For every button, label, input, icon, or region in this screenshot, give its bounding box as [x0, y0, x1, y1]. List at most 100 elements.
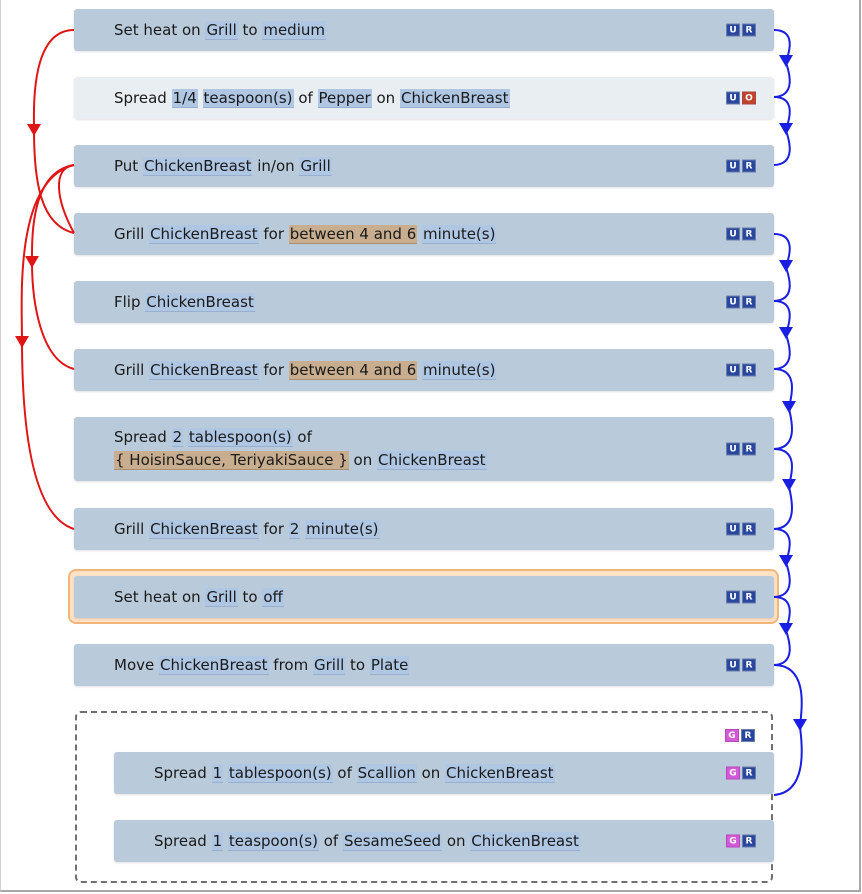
token-quantity[interactable]: 1 — [211, 763, 224, 783]
token-quantity[interactable]: 1/4 — [171, 88, 198, 108]
token-quantity[interactable]: 1 — [211, 831, 224, 851]
step-text: Spread 1/4 teaspoon(s) of Pepper on Chic… — [114, 77, 694, 119]
token-unit[interactable]: minute(s) — [305, 519, 380, 539]
step-text: Grill ChickenBreast for between 4 and 6 … — [114, 349, 694, 391]
step-grill-1[interactable]: Grill ChickenBreast for between 4 and 6 … — [74, 213, 774, 255]
text: Grill — [114, 519, 150, 538]
u-badge-icon[interactable]: U — [726, 23, 740, 37]
r-badge-icon[interactable]: R — [742, 658, 756, 672]
u-badge-icon[interactable]: U — [726, 522, 740, 536]
text: on — [416, 763, 446, 782]
token-ingredient[interactable]: ChickenBreast — [149, 224, 259, 244]
u-badge-icon[interactable]: U — [726, 442, 740, 456]
token-equipment[interactable]: Grill — [312, 655, 346, 675]
r-badge-icon[interactable]: R — [742, 227, 756, 241]
token-ingredient[interactable]: ChickenBreast — [377, 451, 487, 470]
arrowhead — [779, 260, 793, 272]
u-badge-icon[interactable]: U — [726, 91, 740, 105]
r-badge-icon[interactable]: R — [742, 159, 756, 173]
step-spread-sesame[interactable]: Spread 1 teaspoon(s) of SesameSeed on Ch… — [114, 820, 774, 862]
token-quantity[interactable]: 2 — [171, 428, 184, 447]
step-put-on-grill[interactable]: Put ChickenBreast in/on Grill U R — [74, 145, 774, 187]
o-badge-icon[interactable]: O — [742, 91, 756, 105]
token-equipment[interactable]: Grill — [205, 20, 238, 40]
u-badge-icon[interactable]: U — [726, 590, 740, 604]
token-equipment[interactable]: Plate — [369, 655, 410, 675]
token-equipment[interactable]: Grill — [205, 587, 238, 607]
arrowhead — [779, 623, 793, 635]
step-set-heat-off[interactable]: Set heat on Grill to off U R — [74, 576, 774, 618]
text: on — [371, 88, 400, 107]
parallel-step-group[interactable]: G R — [75, 711, 773, 883]
token-ingredient[interactable]: ChickenBreast — [149, 519, 259, 539]
token-ingredient[interactable]: Scallion — [356, 763, 417, 783]
r-badge-icon[interactable]: R — [742, 834, 756, 848]
token-unit[interactable]: teaspoon(s) — [202, 88, 294, 108]
r-badge-icon[interactable]: R — [742, 522, 756, 536]
step-move-to-plate[interactable]: Move ChickenBreast from Grill to Plate U… — [74, 644, 774, 686]
r-badge-icon[interactable]: R — [742, 442, 756, 456]
token-duration[interactable]: between 4 and 6 — [288, 360, 418, 380]
text: of — [332, 763, 357, 782]
token-unit[interactable]: teaspoon(s) — [227, 831, 319, 851]
dependency-arrow — [32, 29, 75, 234]
token-unit[interactable]: minute(s) — [422, 360, 497, 380]
u-badge-icon[interactable]: U — [726, 295, 740, 309]
g-badge-icon[interactable]: G — [725, 729, 739, 742]
step-grill-3[interactable]: Grill ChickenBreast for 2 minute(s) U R — [74, 508, 774, 550]
token-ingredient[interactable]: ChickenBreast — [470, 831, 580, 851]
token-ingredient[interactable]: SesameSeed — [342, 831, 443, 851]
text: of — [293, 88, 318, 107]
text: to — [345, 655, 370, 674]
u-badge-icon[interactable]: U — [726, 658, 740, 672]
step-set-heat-medium[interactable]: Set heat on Grill to medium U R — [74, 9, 774, 51]
u-badge-icon[interactable]: U — [726, 159, 740, 173]
text: for — [258, 519, 289, 538]
r-badge-icon[interactable]: R — [742, 295, 756, 309]
step-spread-sauce[interactable]: Spread 2 tablespoon(s) of { HoisinSauce,… — [74, 417, 774, 481]
u-badge-icon[interactable]: U — [726, 363, 740, 377]
g-badge-icon[interactable]: G — [726, 834, 740, 848]
token-ingredient[interactable]: ChickenBreast — [145, 292, 255, 312]
token-duration[interactable]: between 4 and 6 — [288, 224, 418, 244]
arrowhead — [793, 719, 807, 731]
token-unit[interactable]: tablespoon(s) — [187, 428, 293, 447]
step-text-line-1: Spread 2 tablespoon(s) of — [114, 426, 694, 449]
token-duration[interactable]: 2 — [288, 519, 301, 539]
step-text: Set heat on Grill to off — [114, 576, 694, 618]
arrowhead — [27, 124, 41, 136]
token-ingredient[interactable]: ChickenBreast — [445, 763, 555, 783]
token-ingredient[interactable]: ChickenBreast — [399, 88, 510, 108]
text: Spread — [114, 88, 172, 107]
token-unit[interactable]: minute(s) — [422, 224, 497, 244]
step-spread-scallion[interactable]: Spread 1 tablespoon(s) of Scallion on Ch… — [114, 752, 774, 794]
step-flip[interactable]: Flip ChickenBreast U R — [74, 281, 774, 323]
step-grill-2[interactable]: Grill ChickenBreast for between 4 and 6 … — [74, 349, 774, 391]
step-spread-pepper[interactable]: Spread 1/4 teaspoon(s) of Pepper on Chic… — [74, 77, 774, 119]
r-badge-icon[interactable]: R — [742, 363, 756, 377]
token-setting[interactable]: medium — [262, 20, 326, 40]
token-setting[interactable]: off — [262, 587, 284, 607]
token-unit[interactable]: tablespoon(s) — [227, 763, 333, 783]
g-badge-icon[interactable]: G — [726, 766, 740, 780]
step-badges: U R — [726, 295, 756, 309]
step-text-line-2: { HoisinSauce, TeriyakiSauce } on Chicke… — [114, 449, 694, 472]
r-badge-icon[interactable]: R — [741, 729, 755, 742]
arrowhead — [25, 256, 39, 268]
token-ingredient-set[interactable]: { HoisinSauce, TeriyakiSauce } — [114, 451, 349, 470]
token-equipment[interactable]: Grill — [299, 156, 332, 176]
text: from — [268, 655, 313, 674]
u-badge-icon[interactable]: U — [726, 227, 740, 241]
token-ingredient[interactable]: Pepper — [317, 88, 372, 108]
token-ingredient[interactable]: ChickenBreast — [159, 655, 269, 675]
arrowhead — [779, 55, 793, 67]
text: Set heat on — [114, 587, 206, 606]
token-ingredient[interactable]: ChickenBreast — [149, 360, 259, 380]
token-ingredient[interactable]: ChickenBreast — [142, 156, 253, 176]
dependency-arrows — [20, 29, 75, 530]
r-badge-icon[interactable]: R — [742, 766, 756, 780]
step-badges: U R — [726, 658, 756, 672]
r-badge-icon[interactable]: R — [742, 23, 756, 37]
r-badge-icon[interactable]: R — [742, 590, 756, 604]
